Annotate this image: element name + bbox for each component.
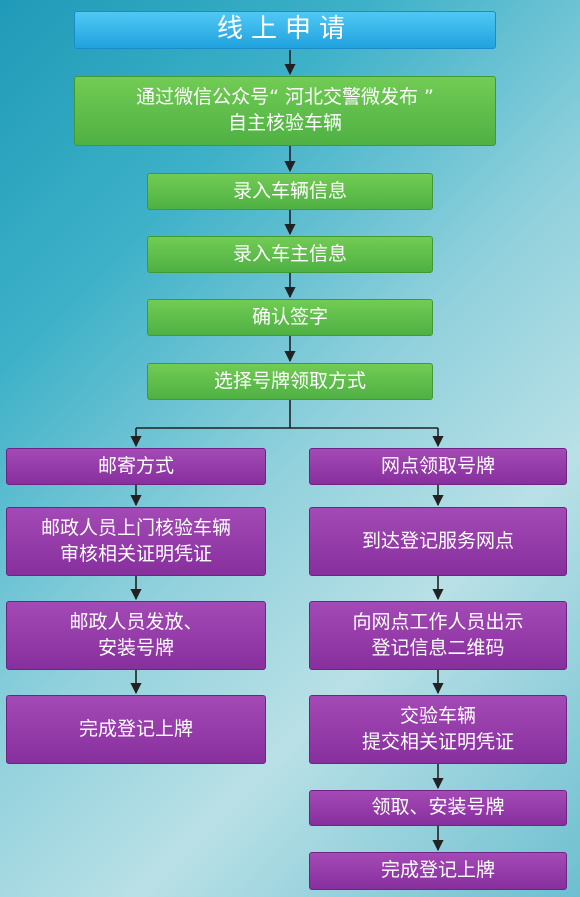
right-step-5: 完成登记上牌 bbox=[309, 852, 567, 890]
right-head-pickup-text: 网点领取号牌 bbox=[380, 454, 495, 477]
right-step-2-text: 向网点工作人员出示 登记信息二维码 bbox=[352, 610, 524, 659]
step-choose-method: 选择号牌领取方式 bbox=[147, 363, 433, 400]
step-owner-info: 录入车主信息 bbox=[147, 236, 433, 273]
right-head-pickup: 网点领取号牌 bbox=[309, 448, 567, 485]
left-step-1-text: 邮政人员上门核验车辆 审核相关证明凭证 bbox=[40, 516, 231, 565]
right-step-1: 到达登记服务网点 bbox=[309, 507, 567, 576]
right-step-4-text: 领取、安装号牌 bbox=[371, 796, 505, 819]
left-head-mail: 邮寄方式 bbox=[6, 448, 266, 485]
right-step-3-text: 交验车辆 提交相关证明凭证 bbox=[361, 704, 514, 753]
left-step-1: 邮政人员上门核验车辆 审核相关证明凭证 bbox=[6, 507, 266, 576]
step-vehicle-info-text: 录入车辆信息 bbox=[232, 179, 347, 202]
left-step-2: 邮政人员发放、 安装号牌 bbox=[6, 601, 266, 670]
step-choose-method-text: 选择号牌领取方式 bbox=[213, 369, 366, 392]
left-head-mail-text: 邮寄方式 bbox=[97, 454, 174, 477]
split-connector bbox=[136, 400, 291, 429]
right-step-5-text: 完成登记上牌 bbox=[380, 859, 495, 882]
left-step-3: 完成登记上牌 bbox=[6, 695, 266, 764]
step-owner-info-text: 录入车主信息 bbox=[232, 242, 347, 265]
title-text: 线上申请 bbox=[216, 14, 353, 45]
step-confirm-sign-text: 确认签字 bbox=[251, 305, 328, 328]
title-box: 线上申请 bbox=[74, 11, 496, 49]
step-confirm-sign: 确认签字 bbox=[147, 299, 433, 336]
right-step-3: 交验车辆 提交相关证明凭证 bbox=[309, 695, 567, 764]
right-step-1-text: 到达登记服务网点 bbox=[361, 529, 514, 552]
step-verify-vehicle: 通过微信公众号“ 河北交警微发布 ” 自主核验车辆 bbox=[74, 76, 496, 146]
right-step-2: 向网点工作人员出示 登记信息二维码 bbox=[309, 601, 567, 670]
step-vehicle-info: 录入车辆信息 bbox=[147, 173, 433, 210]
left-step-2-text: 邮政人员发放、 安装号牌 bbox=[69, 610, 203, 659]
left-step-3-text: 完成登记上牌 bbox=[78, 717, 193, 740]
step-verify-vehicle-text: 通过微信公众号“ 河北交警微发布 ” 自主核验车辆 bbox=[136, 86, 434, 134]
right-step-4: 领取、安装号牌 bbox=[309, 790, 567, 826]
